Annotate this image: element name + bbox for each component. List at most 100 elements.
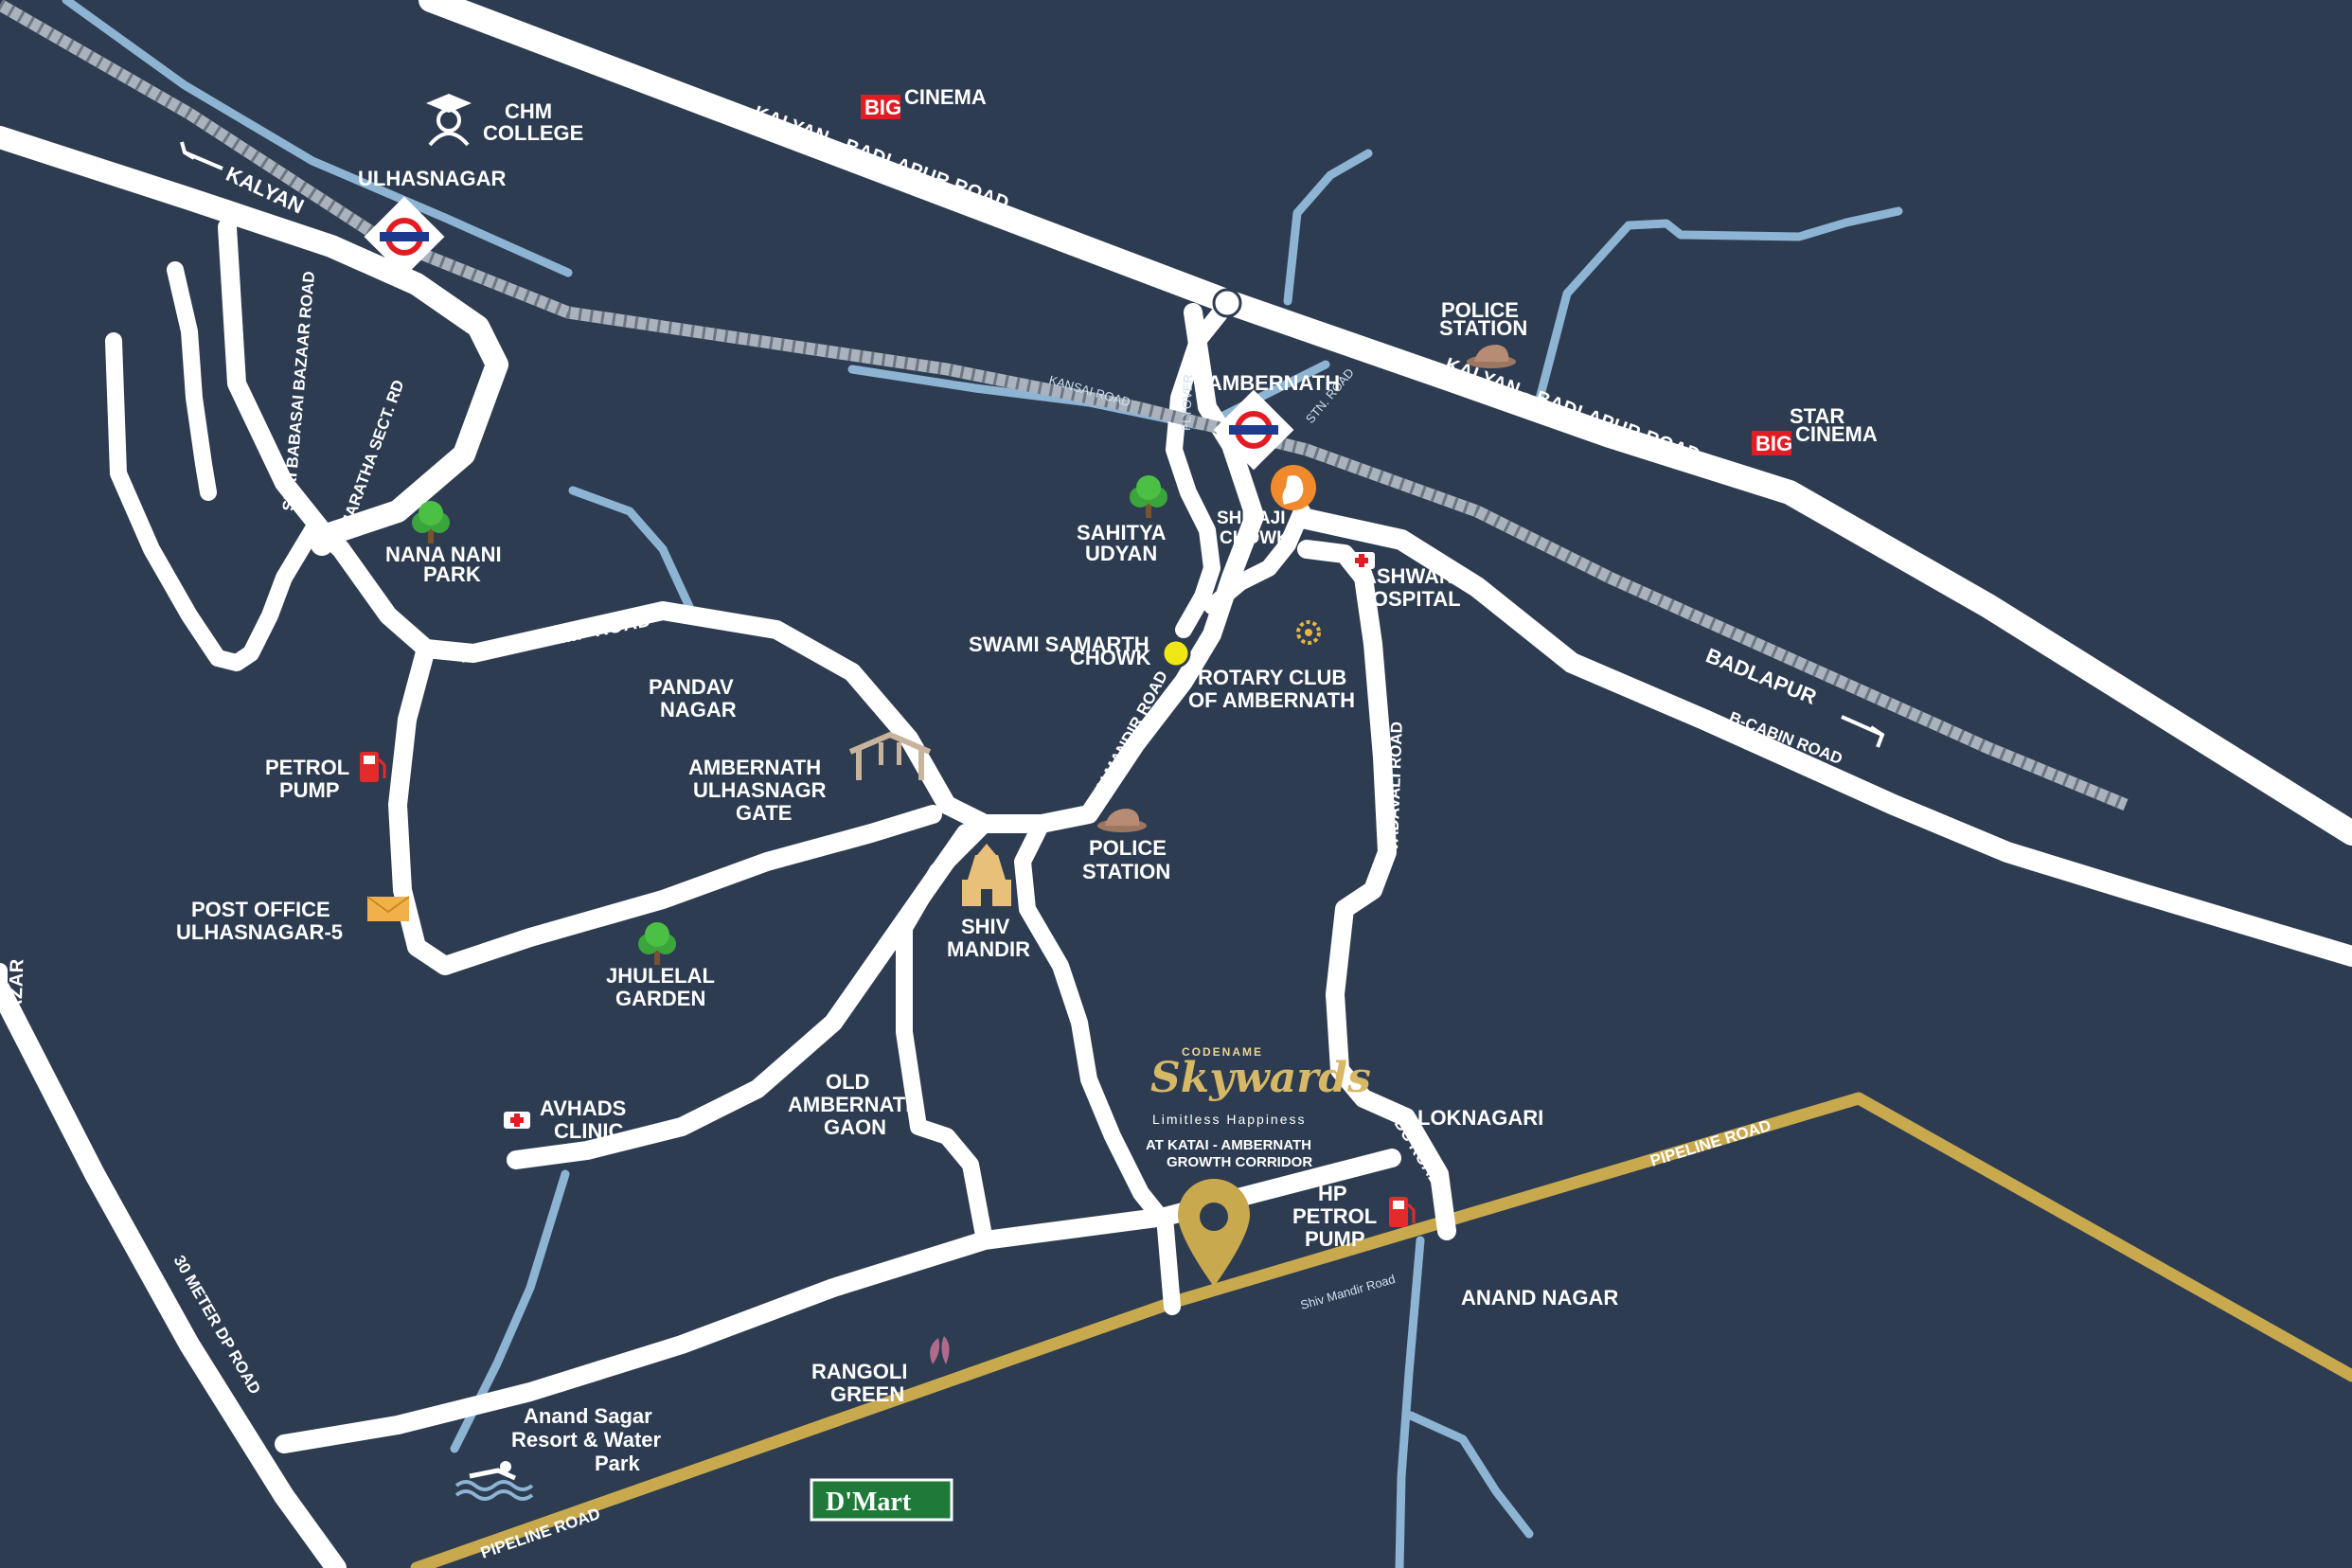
location-pin-icon bbox=[1178, 1179, 1250, 1287]
loknagari: LOKNAGARI bbox=[1417, 1106, 1543, 1130]
project-codename: CODENAME bbox=[1182, 1045, 1263, 1059]
police-station-1-line1: POLICE bbox=[1441, 298, 1519, 322]
road-label-kalyan-badlapur-2: KALYAN - BADLAPUR ROAD bbox=[1442, 354, 1702, 466]
project-tagline: Limitless Happiness bbox=[1152, 1112, 1307, 1127]
loknagari-label: LOKNAGARI bbox=[1417, 1106, 1543, 1130]
shiv-mandir-line2: MANDIR bbox=[947, 937, 1030, 961]
road-label-bazar-partial: BAZAR bbox=[5, 958, 28, 1027]
temple-icon bbox=[962, 844, 1011, 906]
rotary-club: ROTARY CLUB OF AMBERNATH bbox=[1188, 620, 1355, 712]
post-office-line1: POST OFFICE bbox=[191, 898, 330, 921]
road-label-flyover: FLYOVER bbox=[1179, 374, 1195, 431]
tree-icon bbox=[638, 922, 676, 965]
graduate-icon bbox=[426, 94, 472, 147]
star-big-cinema: STAR BIG CINEMA bbox=[1752, 404, 1878, 455]
post-office: POST OFFICE ULHASNAGAR-5 bbox=[176, 896, 410, 944]
ashwani-hospital: ASHWANI HOSPITAL bbox=[1348, 552, 1461, 611]
sahitya-udyan: SAHITYA UDYAN bbox=[1077, 475, 1167, 565]
shivaji-chowk-line1: SHIVAJI bbox=[1217, 508, 1286, 528]
jhulelal-garden-line2: GARDEN bbox=[615, 987, 705, 1010]
big-cinema-1-big: BIG bbox=[864, 96, 901, 119]
road-label-kurla-camp: KURLA CAMP ROAD bbox=[458, 610, 653, 668]
pandav-nagar-line2: NAGAR bbox=[660, 698, 737, 722]
avhads-clinic: AVHADS CLINIC bbox=[504, 1096, 626, 1143]
shiv-mandir-line1: SHIV bbox=[961, 915, 1010, 938]
anand-sagar-line1: Anand Sagar bbox=[524, 1404, 652, 1428]
anand-nagar: ANAND NAGAR bbox=[1461, 1286, 1618, 1310]
swami-samarth-line2: CHOWK bbox=[1070, 646, 1151, 669]
jhulelal-garden-line1: JHULELAL bbox=[606, 964, 715, 988]
hospital-icon bbox=[504, 1112, 530, 1129]
shivaji-chowk-line2: CHOWK bbox=[1220, 528, 1290, 548]
mail-icon bbox=[366, 896, 410, 921]
gate-line2: ULHASNAGR bbox=[693, 778, 827, 802]
swami-samarth-line1: SWAMI SAMARTH bbox=[969, 633, 1149, 656]
police-station-2-line1: POLICE bbox=[1089, 836, 1167, 860]
police-cap-icon bbox=[1097, 809, 1147, 832]
nana-nani-park: NANA NANI PARK bbox=[385, 501, 502, 586]
ashwani-hospital-line1: ASHWANI bbox=[1362, 564, 1460, 588]
direction-badlapur-label: BADLAPUR bbox=[1702, 643, 1820, 708]
water-channels bbox=[62, 0, 1903, 1568]
sahitya-udyan-line2: UDYAN bbox=[1085, 542, 1157, 565]
police-station-1-line2: STATION bbox=[1439, 316, 1527, 340]
swami-samarth-chowk: SWAMI SAMARTH CHOWK bbox=[969, 633, 1151, 669]
gate-arch-icon bbox=[848, 731, 932, 780]
big-cinema-1: BIG CINEMA bbox=[861, 85, 987, 119]
nana-nani-park-line2: PARK bbox=[423, 562, 481, 586]
ambernath-ulhasnagar-gate: AMBERNATH ULHASNAGR GATE bbox=[688, 731, 932, 825]
police-station-2: POLICE STATION bbox=[1082, 809, 1170, 883]
anand-sagar-resort: Anand Sagar Resort & Water Park bbox=[454, 1404, 662, 1501]
sahitya-udyan-line1: SAHITYA bbox=[1077, 521, 1167, 544]
ambernath-station: AMBERNATH bbox=[1207, 371, 1340, 470]
rotary-club-line2: OF AMBERNATH bbox=[1188, 688, 1355, 712]
old-ambernath-line2: AMBERNATH bbox=[788, 1093, 920, 1116]
road-label-pipeline-1: PIPELINE ROAD bbox=[1648, 1116, 1773, 1170]
petrol-pump-line2: PUMP bbox=[279, 778, 340, 802]
police-station-1: POLICE STATION bbox=[1439, 298, 1527, 368]
old-ambernath-gaon: OLD AMBERNATH GAON bbox=[788, 1070, 920, 1139]
ashwani-hospital-line2: HOSPITAL bbox=[1357, 587, 1461, 611]
hp-petrol-line1: HP bbox=[1318, 1182, 1347, 1205]
fuel-pump-icon bbox=[358, 750, 386, 784]
tree-icon bbox=[1130, 475, 1167, 518]
shiv-mandir: SHIV MANDIR bbox=[947, 844, 1030, 961]
chowk-marker bbox=[1161, 638, 1191, 668]
rangoli-green: RANGOLI GREEN bbox=[811, 1336, 950, 1406]
hp-petrol-line3: PUMP bbox=[1305, 1227, 1365, 1251]
project-name: Skywards bbox=[1150, 1054, 1371, 1102]
fuel-pump-icon bbox=[1387, 1195, 1416, 1229]
police-cap-icon bbox=[1467, 345, 1516, 368]
project-skywards: CODENAME Skywards Limitless Happiness AT… bbox=[1146, 1045, 1371, 1287]
rotary-icon bbox=[1296, 620, 1321, 645]
anand-sagar-line2: Resort & Water bbox=[511, 1428, 662, 1452]
chm-college-line1: CHM bbox=[505, 99, 552, 123]
petrol-pump: PETROL PUMP bbox=[265, 750, 386, 802]
rotary-club-line1: ROTARY CLUB bbox=[1198, 666, 1346, 689]
project-location-line1: AT KATAI - AMBERNATH bbox=[1146, 1137, 1311, 1153]
leaf-icon bbox=[930, 1336, 950, 1364]
anand-nagar-label: ANAND NAGAR bbox=[1461, 1286, 1618, 1310]
chm-college-line2: COLLEGE bbox=[483, 121, 583, 145]
road-label-pipeline-2: PIPELINE ROAD bbox=[478, 1505, 602, 1562]
road-label-shiv-mandir: SHIV MANDIR ROAD bbox=[1081, 668, 1171, 816]
pandav-nagar: PANDAV NAGAR bbox=[649, 675, 737, 722]
rangoli-green-line2: GREEN bbox=[830, 1382, 904, 1406]
rangoli-green-line1: RANGOLI bbox=[811, 1360, 907, 1383]
dmart: D'Mart bbox=[810, 1478, 953, 1522]
petrol-pump-line1: PETROL bbox=[265, 756, 349, 779]
road-label-shri-babasai: SHRI BABASAI BAZAAR ROAD bbox=[279, 271, 318, 512]
hp-petrol-line2: PETROL bbox=[1292, 1204, 1377, 1228]
old-ambernath-line1: OLD bbox=[826, 1070, 869, 1094]
chm-college: CHM COLLEGE bbox=[426, 94, 583, 147]
pandav-nagar-line1: PANDAV bbox=[649, 675, 734, 699]
swimmer-icon bbox=[454, 1461, 534, 1501]
police-station-2-line2: STATION bbox=[1082, 860, 1170, 883]
ambernath-label: AMBERNATH bbox=[1207, 371, 1340, 395]
big-cinema-logo bbox=[1752, 431, 1791, 455]
big-cinema-1-text: CINEMA bbox=[904, 85, 987, 109]
jhulelal-garden: JHULELAL GARDEN bbox=[606, 922, 715, 1010]
star-big-cinema-text: CINEMA bbox=[1795, 422, 1878, 446]
statue-icon bbox=[1271, 465, 1316, 510]
